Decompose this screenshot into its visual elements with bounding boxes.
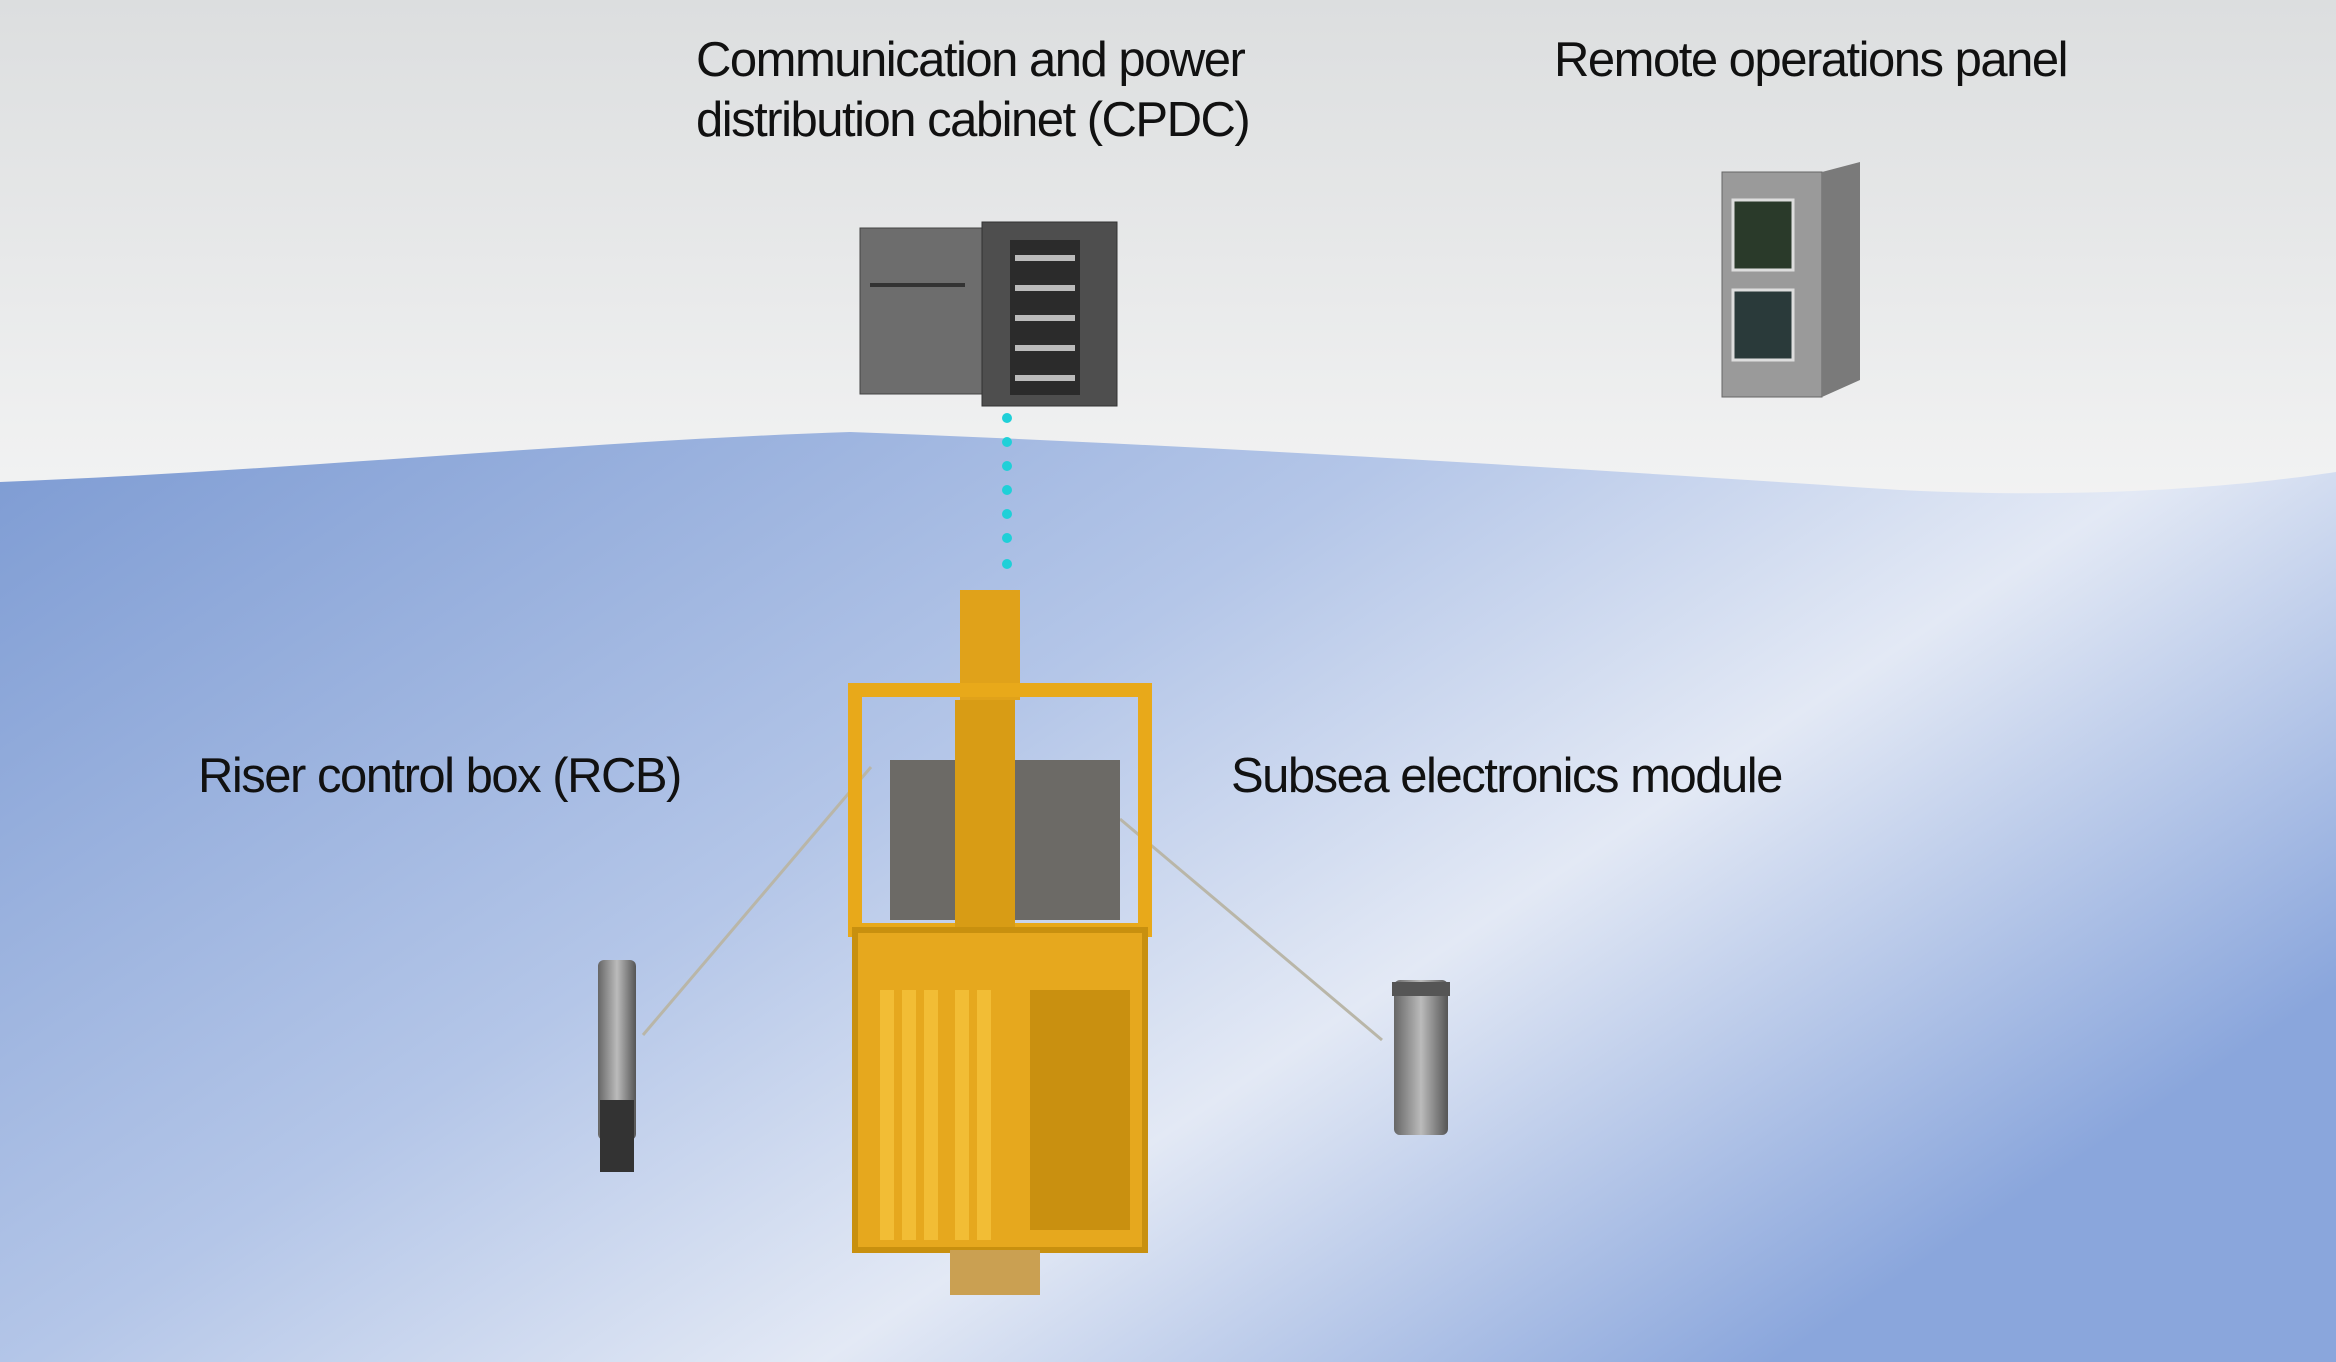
rcb-leader-line: [641, 766, 873, 1036]
sea-background: [0, 432, 2336, 1362]
sem-leader-line: [1119, 817, 1383, 1042]
riser-control-box-image: [598, 960, 636, 1172]
connection-line: [1002, 413, 1012, 569]
cpdc-label-line1: Communication and power: [696, 33, 1246, 87]
subsea-electronics-module-image: [1392, 980, 1450, 1135]
cpdc-cabinet-image: [859, 221, 1118, 407]
cpdc-label: Communication and power distribution cab…: [696, 30, 1251, 150]
subsea-control-module-image: [848, 590, 1152, 1295]
remote-operations-panel-image: [1721, 162, 1860, 398]
sem-label: Subsea electronics module: [1231, 749, 1783, 803]
remote-panel-label: Remote operations panel: [1554, 33, 2069, 87]
rcb-label: Riser control box (RCB): [198, 749, 682, 803]
cpdc-label-line2: distribution cabinet (CPDC): [696, 93, 1251, 147]
